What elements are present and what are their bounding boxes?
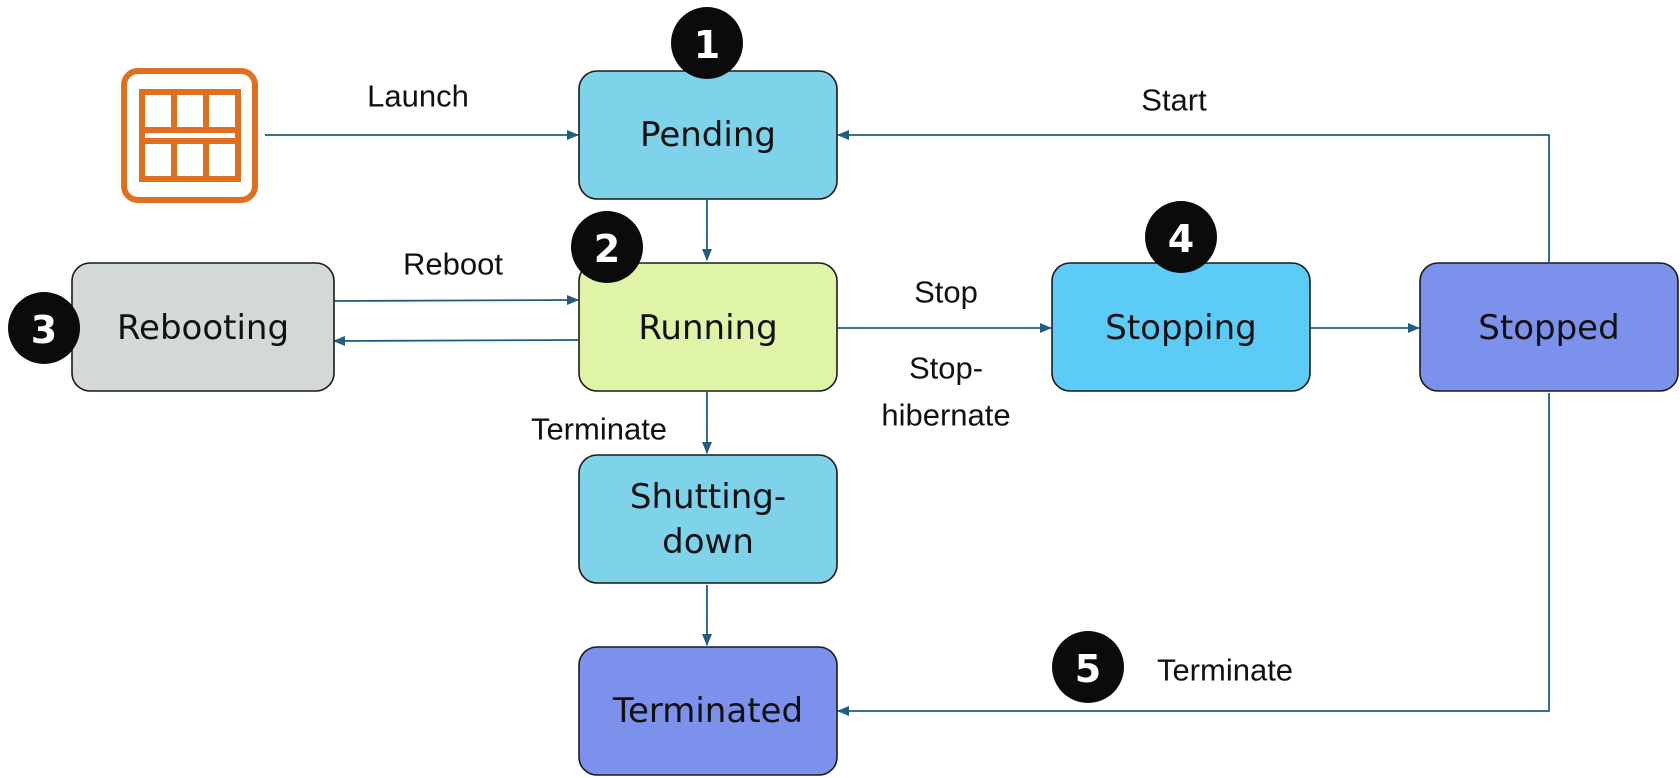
transition-stop-hibernate-label-line1: Stop- bbox=[909, 351, 983, 386]
badge-5: 5 bbox=[1052, 631, 1124, 703]
state-rebooting: Rebooting bbox=[71, 262, 335, 392]
transition-stop-label: Stop bbox=[914, 275, 978, 310]
transition-arrows bbox=[265, 130, 1550, 716]
state-running: Running bbox=[578, 262, 838, 392]
reboot-arrow bbox=[333, 295, 579, 306]
badge-4: 4 bbox=[1145, 201, 1217, 273]
badge-1-number: 1 bbox=[694, 23, 720, 67]
state-shutting-down-box bbox=[578, 454, 838, 584]
state-shutting-down-label-line1: Shutting- bbox=[630, 477, 786, 517]
state-rebooting-label: Rebooting bbox=[117, 308, 289, 348]
state-terminated-label: Terminated bbox=[612, 691, 803, 731]
badge-5-number: 5 bbox=[1075, 647, 1101, 691]
state-stopped: Stopped bbox=[1419, 262, 1679, 392]
state-pending-label: Pending bbox=[640, 115, 776, 155]
state-pending: Pending bbox=[578, 70, 838, 200]
state-running-box bbox=[578, 262, 838, 392]
transition-terminate-running-label: Terminate bbox=[531, 412, 667, 447]
transition-start-label: Start bbox=[1141, 83, 1207, 118]
state-stopped-box bbox=[1419, 262, 1679, 392]
badge-3: 3 bbox=[8, 292, 80, 364]
state-stopping: Stopping bbox=[1051, 262, 1311, 392]
transition-reboot-label: Reboot bbox=[403, 247, 503, 282]
transition-launch-label: Launch bbox=[367, 79, 469, 114]
badge-1: 1 bbox=[671, 7, 743, 79]
ec2-instance-icon bbox=[121, 68, 258, 203]
state-running-label: Running bbox=[638, 308, 777, 348]
state-terminated: Terminated bbox=[578, 646, 838, 776]
state-stopped-label: Stopped bbox=[1478, 308, 1619, 348]
state-terminated-box bbox=[578, 646, 838, 776]
badge-4-number: 4 bbox=[1168, 217, 1194, 261]
terminate-stopped-arrow bbox=[837, 393, 1550, 716]
state-stopping-label: Stopping bbox=[1105, 308, 1256, 348]
start-arrow bbox=[837, 130, 1550, 262]
transition-terminate-stopped-label: Terminate bbox=[1157, 653, 1293, 688]
state-shutting-down-label-line2: down bbox=[662, 522, 754, 562]
badge-2-number: 2 bbox=[594, 227, 620, 271]
badge-3-number: 3 bbox=[31, 308, 57, 352]
running-to-rebooting-arrow bbox=[333, 335, 579, 346]
state-shutting-down: Shutting- down bbox=[578, 454, 838, 584]
transition-stop-hibernate-label-line2: hibernate bbox=[881, 398, 1010, 433]
badge-2: 2 bbox=[571, 211, 643, 283]
